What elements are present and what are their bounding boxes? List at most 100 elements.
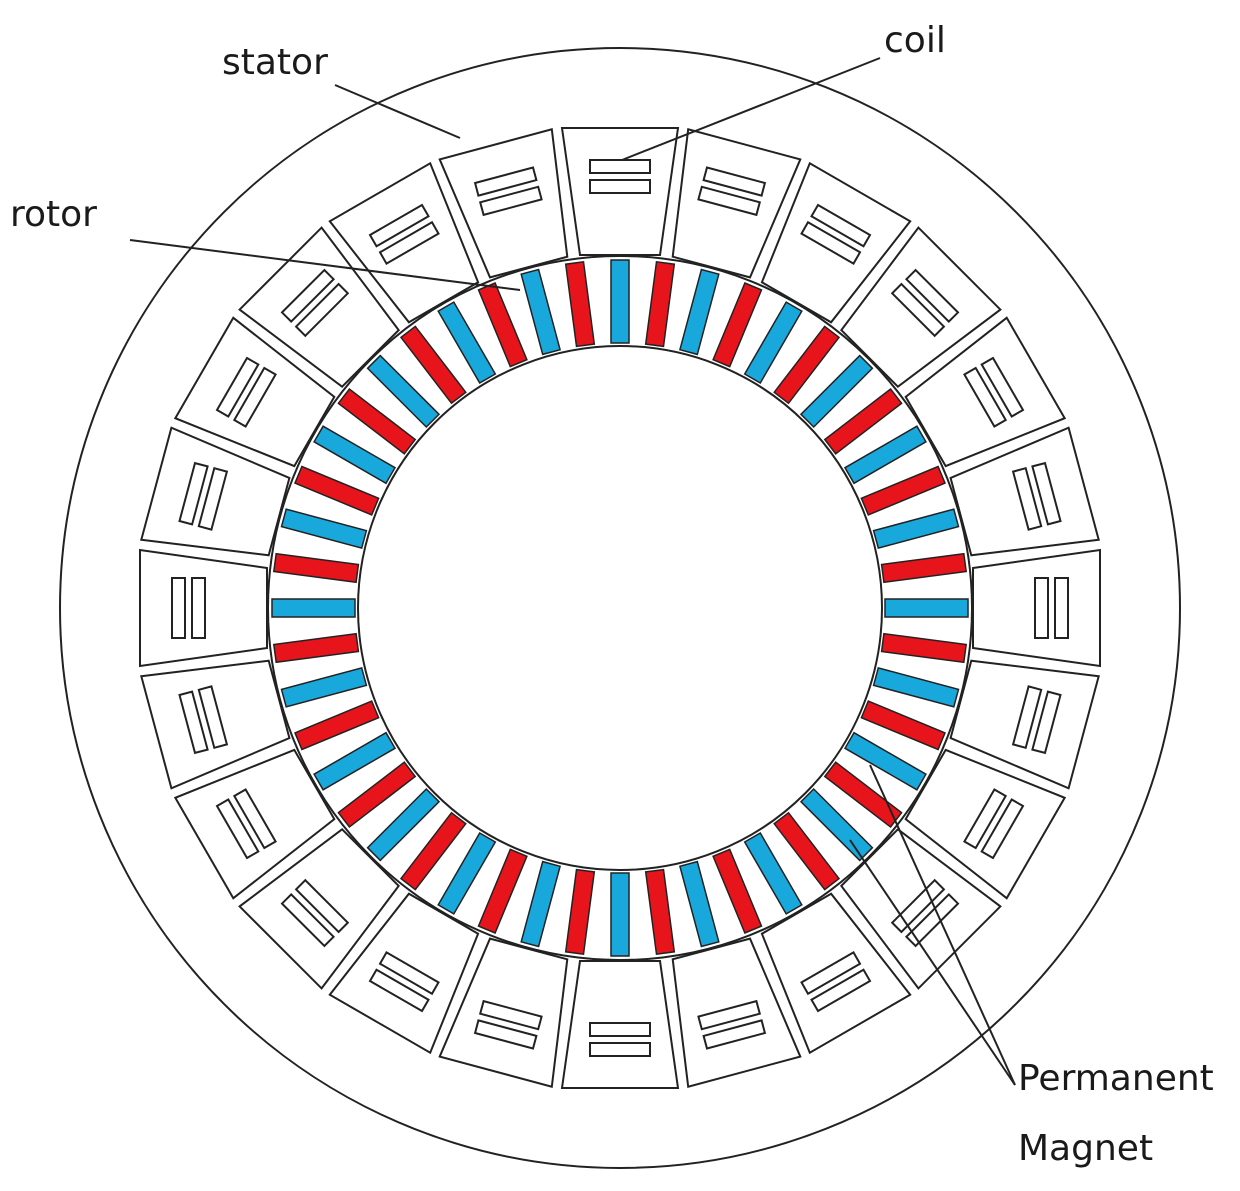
permanent-magnet-south <box>520 268 562 356</box>
coil-leader-line <box>621 57 881 161</box>
coil-winding <box>980 798 1025 860</box>
rotor-magnets <box>271 259 969 957</box>
permanent-magnet-north <box>860 700 946 751</box>
permanent-magnet-north <box>399 811 467 891</box>
permanent-magnet-north <box>477 282 528 368</box>
permanent-magnet-south <box>799 787 874 862</box>
permanent-magnet-south <box>366 787 441 862</box>
coil-winding <box>294 282 350 338</box>
permanent-magnet-north <box>272 552 360 584</box>
coil-winding <box>1011 685 1043 750</box>
coil-winding <box>171 577 186 639</box>
permanent-magnet-north <box>823 387 903 455</box>
coil-winding <box>702 166 767 197</box>
coil-winding <box>197 685 229 750</box>
permanent-magnet-south <box>799 354 874 429</box>
coil-winding <box>589 159 651 174</box>
rotor-inner-bore <box>357 345 883 871</box>
coil-winding <box>963 366 1008 428</box>
coil-winding <box>478 999 543 1031</box>
coil-winding <box>197 466 229 531</box>
permanent-magnet-south <box>437 301 497 385</box>
coil-winding <box>191 577 206 639</box>
permanent-magnet-south <box>280 666 368 708</box>
coil-winding <box>1031 461 1062 526</box>
coil-winding <box>589 1042 651 1057</box>
label-stator: stator <box>222 42 328 83</box>
coil-winding <box>890 282 946 338</box>
permanent-magnet-north <box>712 848 763 934</box>
rotor-leader-line <box>129 239 521 291</box>
permanent-magnet-south <box>610 259 630 344</box>
coil-winding <box>1031 690 1062 755</box>
coil-winding <box>215 798 260 860</box>
coil-winding <box>280 892 336 948</box>
coil-winding <box>232 788 277 850</box>
permanent-magnet-south <box>520 860 562 948</box>
permanent-magnet-north <box>880 632 968 664</box>
permanent-magnet-north <box>564 260 596 348</box>
stator-slots <box>139 127 1101 1089</box>
permanent-magnet-south <box>872 666 960 708</box>
permanent-magnet-north <box>564 868 596 956</box>
coil-winding <box>904 892 960 948</box>
permanent-magnet-north <box>337 761 417 829</box>
coil-winding <box>980 356 1025 418</box>
permanent-magnet-south <box>843 731 927 791</box>
coil-winding <box>368 968 430 1013</box>
coil-winding <box>178 461 209 526</box>
magnet-leader-line-2 <box>849 839 1016 1086</box>
permanent-magnet-south <box>313 731 397 791</box>
stator-outer-ring <box>59 47 1181 1169</box>
coil-winding <box>1054 577 1069 639</box>
permanent-magnet-south <box>872 508 960 550</box>
permanent-magnet-north <box>644 868 676 956</box>
coil-winding <box>232 366 277 428</box>
permanent-magnet-north <box>337 387 417 455</box>
coil-winding <box>702 1019 767 1050</box>
coil-winding <box>280 268 336 324</box>
coil-winding <box>378 220 440 265</box>
permanent-magnet-north <box>272 632 360 664</box>
coil-winding <box>904 268 960 324</box>
coil-winding <box>890 878 946 934</box>
permanent-magnet-north <box>773 811 841 891</box>
coil-winding <box>589 1022 651 1037</box>
coil-winding <box>478 185 543 217</box>
label-permanent: Permanent <box>1018 1058 1214 1099</box>
coil-winding <box>810 968 872 1013</box>
permanent-magnet-north <box>399 325 467 405</box>
coil-winding <box>473 1019 538 1050</box>
magnet-leader-line-1 <box>869 764 1016 1086</box>
permanent-magnet-north <box>712 282 763 368</box>
coil-winding <box>294 878 350 934</box>
permanent-magnet-north <box>644 260 676 348</box>
coil-winding <box>800 220 862 265</box>
coil-winding <box>368 203 430 248</box>
permanent-magnet-south <box>437 831 497 915</box>
label-magnet: Magnet <box>1018 1128 1153 1169</box>
permanent-magnet-south <box>678 860 720 948</box>
permanent-magnet-south <box>743 301 803 385</box>
coil-winding <box>178 690 209 755</box>
permanent-magnet-south <box>313 425 397 485</box>
stator-leader-line <box>334 84 461 139</box>
coil-winding <box>697 999 762 1031</box>
coil-winding <box>963 788 1008 850</box>
coil-winding <box>473 166 538 197</box>
permanent-magnet-north <box>773 325 841 405</box>
permanent-magnet-north <box>880 552 968 584</box>
permanent-magnet-south <box>743 831 803 915</box>
permanent-magnet-north <box>823 761 903 829</box>
permanent-magnet-south <box>678 268 720 356</box>
permanent-magnet-south <box>610 872 630 957</box>
permanent-magnet-north <box>477 848 528 934</box>
permanent-magnet-south <box>884 598 969 618</box>
permanent-magnet-north <box>294 700 380 751</box>
label-rotor: rotor <box>10 194 97 235</box>
coil-winding <box>810 203 872 248</box>
permanent-magnet-south <box>366 354 441 429</box>
rotor-outer-ring <box>267 255 973 961</box>
permanent-magnet-south <box>271 598 356 618</box>
permanent-magnet-north <box>294 465 380 516</box>
